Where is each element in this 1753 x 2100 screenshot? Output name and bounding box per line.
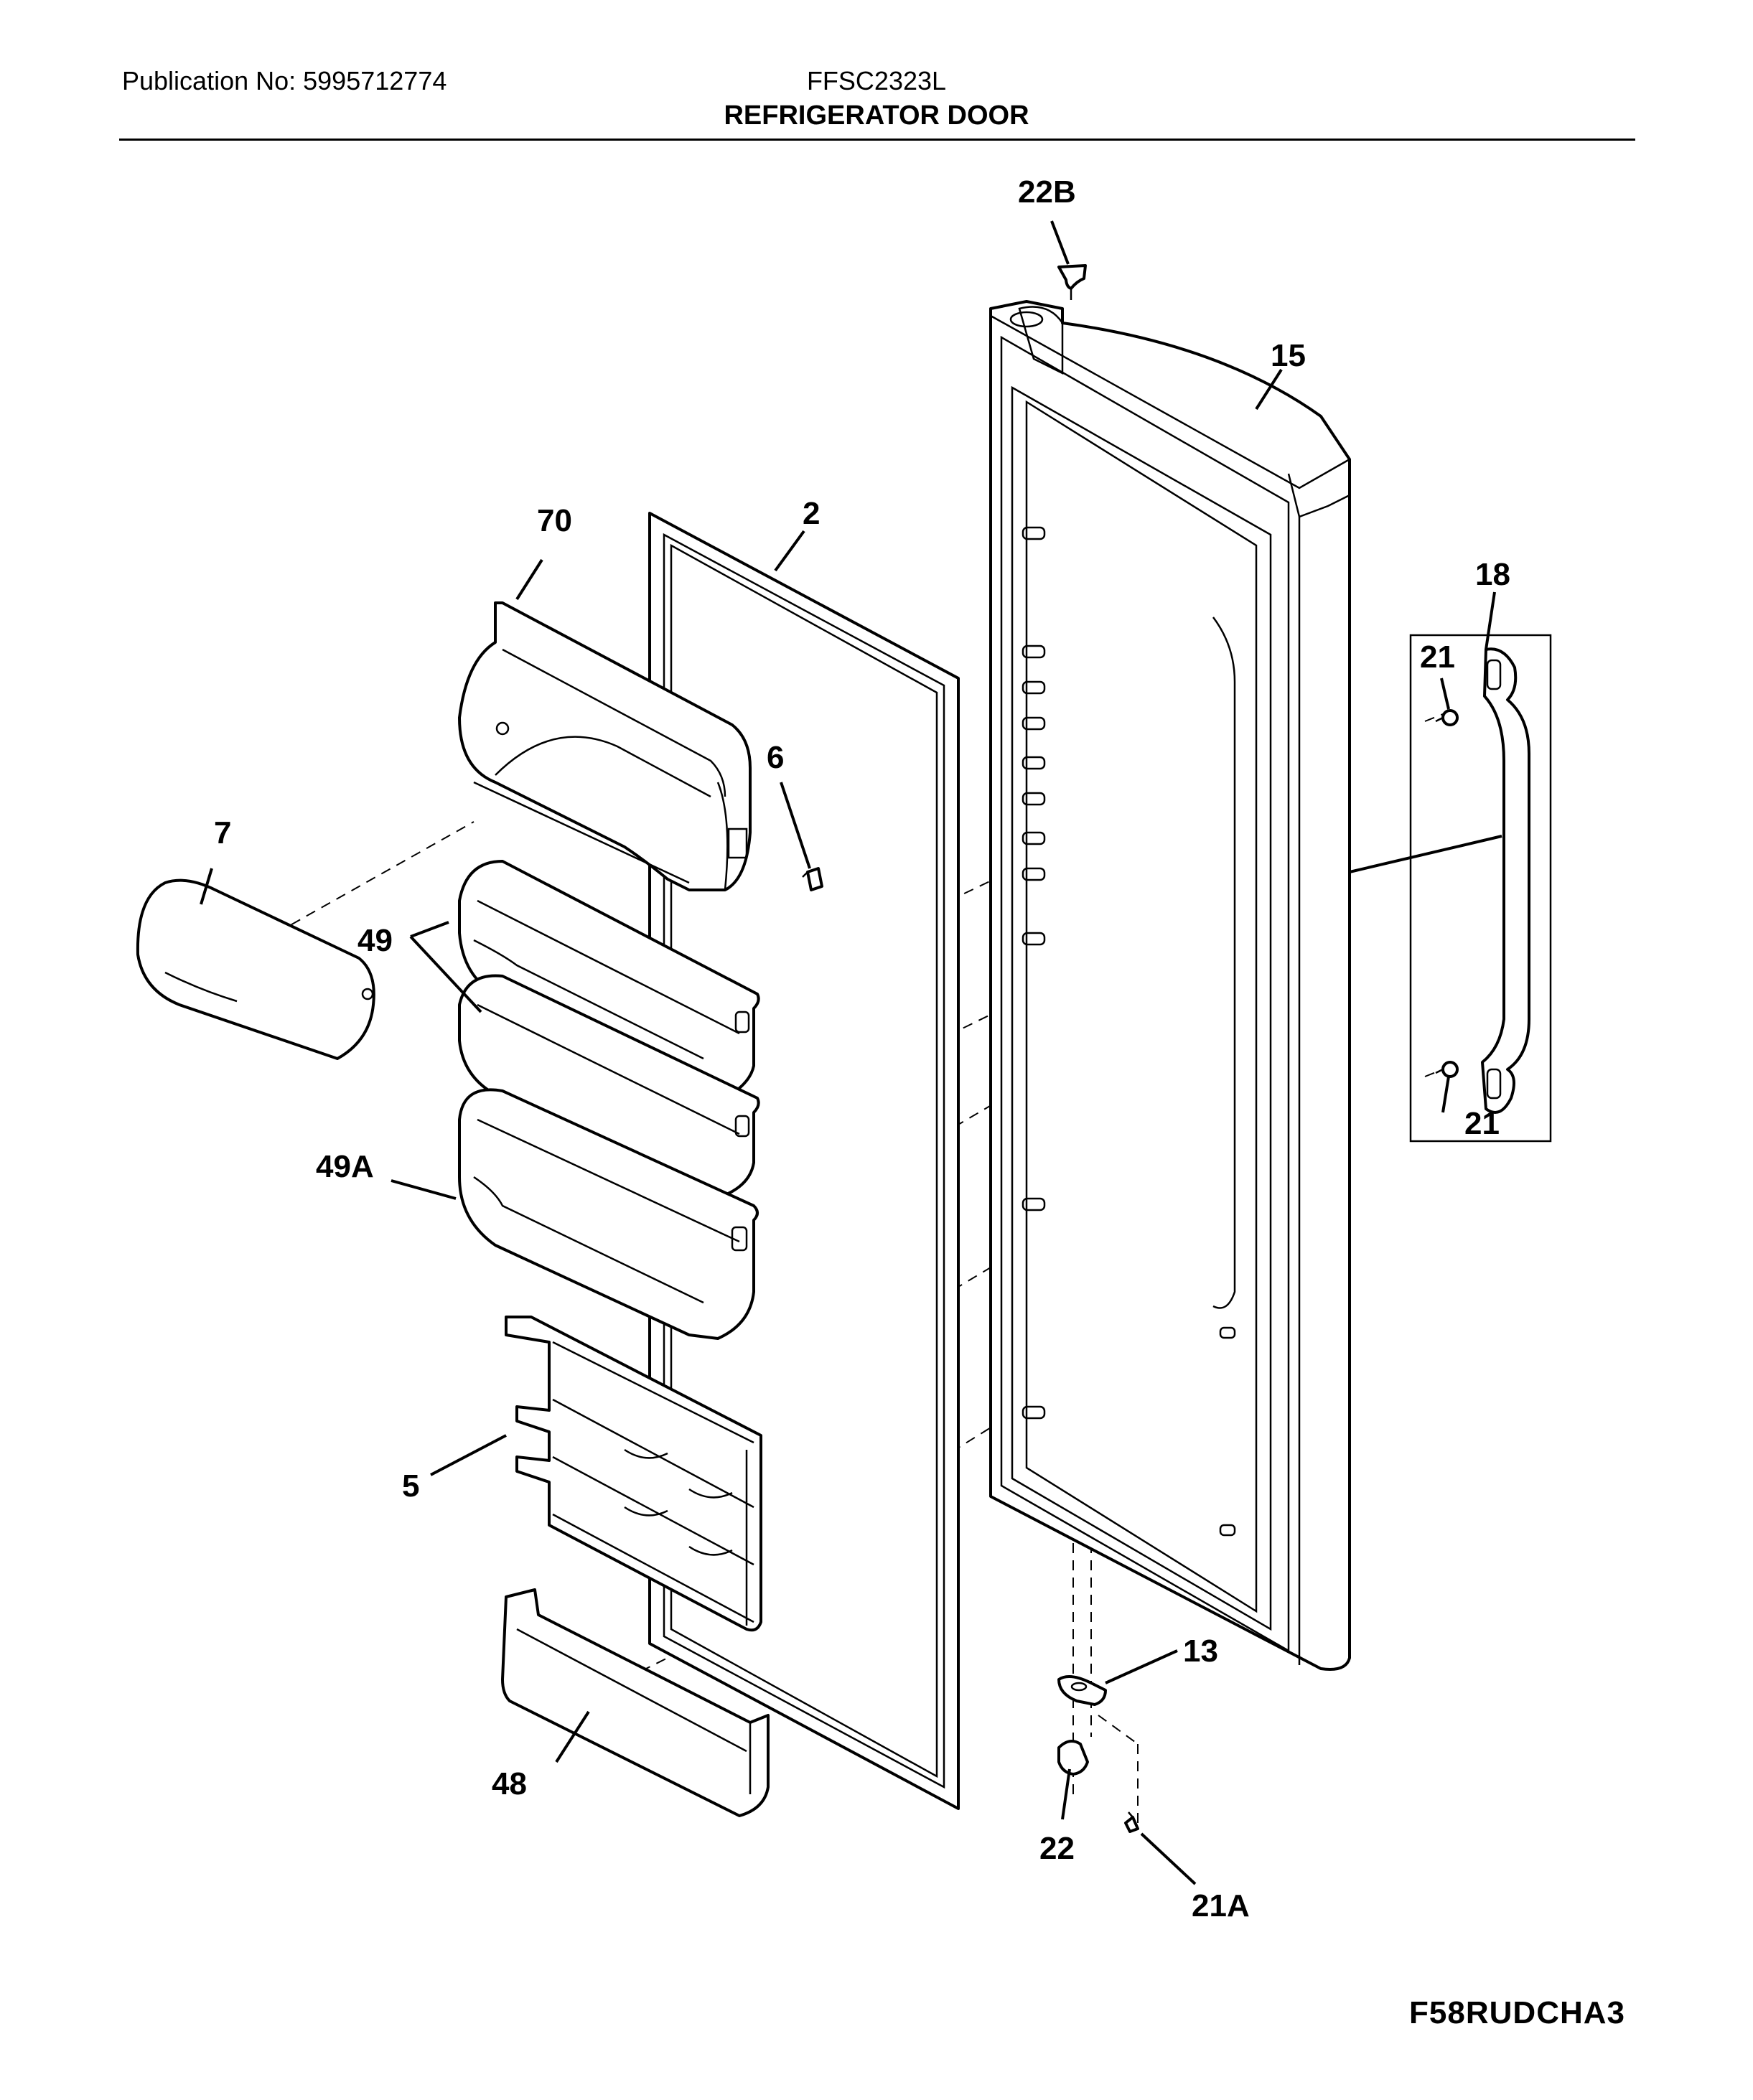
- door-shelf-pegs: [1022, 526, 1236, 1537]
- callout-15: 15: [1271, 338, 1306, 373]
- callout-5: 5: [402, 1468, 419, 1504]
- callout-21A: 21A: [1192, 1888, 1250, 1923]
- screw-21-top: [1435, 709, 1459, 726]
- callout-21-top: 21: [1420, 639, 1455, 675]
- callout-49: 49: [357, 923, 393, 958]
- part-49A-large-bin: [458, 1088, 759, 1340]
- page-title: REFRIGERATOR DOOR: [724, 100, 1029, 131]
- callout-49A: 49A: [316, 1149, 374, 1184]
- part-7-dairy-door: [136, 878, 375, 1060]
- callout-6: 6: [767, 740, 784, 775]
- leader-lines: [200, 220, 1502, 1885]
- part-22-bushing: [1057, 1740, 1089, 1776]
- header-divider: [119, 139, 1635, 141]
- callout-22: 22: [1039, 1831, 1075, 1866]
- part-18-handle: [1409, 634, 1552, 1143]
- callout-70: 70: [537, 503, 572, 538]
- diagram-code: F58RUDCHA3: [1409, 1995, 1625, 2030]
- callout-2: 2: [803, 496, 820, 531]
- part-6-clip: [802, 867, 823, 891]
- screw-21-bottom: [1435, 1061, 1459, 1078]
- part-49-bin-upper: [458, 860, 760, 1100]
- callout-22B: 22B: [1018, 174, 1076, 210]
- model-number: FFSC2323L: [806, 66, 947, 95]
- part-49-bin-lower: [458, 974, 760, 1196]
- part-48-bottom-bin: [501, 1588, 770, 1817]
- callout-labels: 22B 15 70 2 18 21 21 6 7 49 49A 5 13 48 …: [214, 174, 1510, 1923]
- callout-13: 13: [1183, 1633, 1218, 1669]
- publication-number: Publication No: 5995712774: [122, 66, 447, 95]
- part-5-can-rack: [505, 1316, 762, 1632]
- part-13-hinge: [1057, 1675, 1107, 1706]
- callout-18: 18: [1475, 557, 1510, 592]
- part-15-door: [989, 300, 1351, 1671]
- callout-48: 48: [492, 1766, 527, 1801]
- callout-7: 7: [214, 815, 231, 850]
- callout-21-bottom: 21: [1464, 1106, 1500, 1141]
- part-22B-plug: [1057, 264, 1087, 300]
- part-21A-screw: [1124, 1811, 1139, 1833]
- part-70-dairy-bin: [458, 601, 752, 891]
